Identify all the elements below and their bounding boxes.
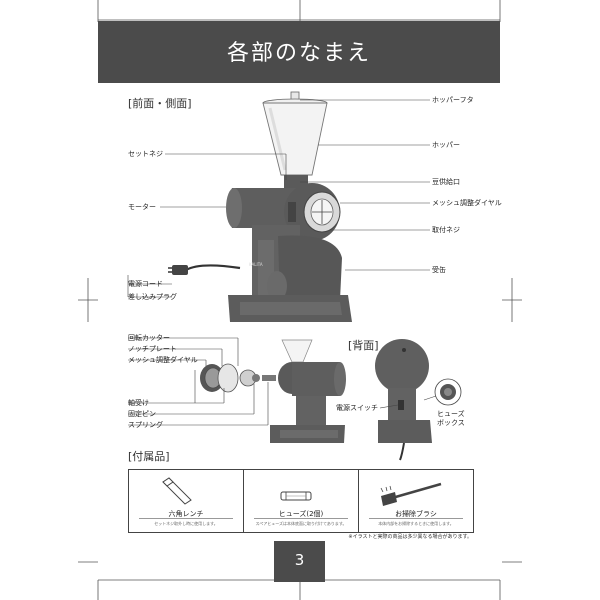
- accessory-divider: [139, 518, 233, 519]
- accessory-name: お掃除ブラシ: [395, 510, 437, 518]
- label-fuse-box-line2: ボックス: [437, 419, 465, 427]
- section-front-side: [前面・側面]: [128, 97, 192, 110]
- hex-wrench-icon: [162, 477, 192, 505]
- section-accessories: [付属品]: [128, 450, 170, 463]
- page-title: 各部のなまえ: [226, 41, 371, 66]
- page-number-box: 3: [274, 541, 325, 582]
- label-hopper: ホッパー: [432, 141, 460, 149]
- accessory-note: セットネジ取外し時に使用します。: [154, 521, 218, 526]
- accessory-divider: [254, 518, 348, 519]
- label-power-switch: 電源スイッチ: [336, 404, 378, 412]
- label-notch-plate: ノッチプレート: [128, 345, 177, 353]
- accessory-note: スペアヒューズは本体底面に取り付けてあります。: [255, 521, 347, 526]
- label-set-screw: セットネジ: [128, 150, 163, 158]
- label-mount-screw: 取付ネジ: [432, 226, 460, 234]
- label-rotary-cutter: 回転カッター: [128, 334, 170, 342]
- label-fixing-pin: 固定ピン: [128, 410, 156, 418]
- label-bearing: 軸受け: [128, 399, 149, 407]
- header-band: 各部のなまえ: [98, 21, 500, 83]
- label-fuse-box-line1: ヒューズ: [437, 410, 465, 418]
- accessory-name: 六角レンチ: [168, 510, 204, 518]
- accessory-divider: [369, 518, 463, 519]
- label-feed-port: 豆供給口: [432, 178, 460, 186]
- brand-mark: KALITA: [249, 262, 263, 267]
- brush-icon: [380, 482, 442, 506]
- label-receiver: 受缶: [432, 266, 446, 274]
- page-number: 3: [294, 551, 305, 569]
- fuse-icon: [280, 491, 312, 501]
- accessories-box: 六角レンチ セットネジ取外し時に使用します。 ヒューズ(2個) スペアヒューズは…: [128, 469, 474, 533]
- accessory-fuse: ヒューズ(2個) スペアヒューズは本体底面に取り付けてあります。: [244, 470, 359, 532]
- accessory-note: 本体内部をお掃除するときに使用します。: [378, 521, 454, 526]
- label-power-cord: 電源コード: [128, 280, 163, 288]
- label-hopper-lid: ホッパーフタ: [432, 96, 474, 104]
- footnote: ※イラストと実際の商品は多少異なる場合があります。: [348, 534, 472, 540]
- label-plug: 差し込みプラグ: [128, 293, 177, 301]
- accessory-brush: お掃除ブラシ 本体内部をお掃除するときに使用します。: [359, 470, 473, 532]
- label-exploded-mesh-dial: メッシュ調整ダイヤル: [128, 356, 198, 364]
- label-motor: モーター: [128, 203, 156, 211]
- label-spring: スプリング: [128, 421, 163, 429]
- label-mesh-dial: メッシュ調整ダイヤル: [432, 199, 502, 207]
- section-back: [背面]: [348, 339, 379, 352]
- accessory-hex-wrench: 六角レンチ セットネジ取外し時に使用します。: [129, 470, 244, 532]
- accessory-name: ヒューズ(2個): [278, 510, 324, 518]
